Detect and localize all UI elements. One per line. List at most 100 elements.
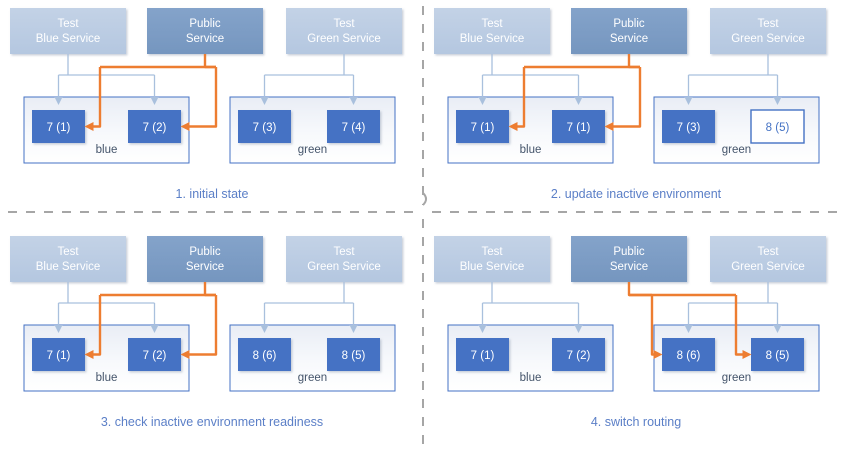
public-service-arrows bbox=[84, 282, 218, 359]
service-box-test-green-rect[interactable] bbox=[286, 8, 402, 54]
service-box-public-line2: Service bbox=[186, 33, 224, 45]
env-green-instance-2-rect[interactable] bbox=[750, 109, 805, 144]
env-blue-instance-2-rect[interactable] bbox=[552, 338, 605, 371]
env-green[interactable]: 7 (3)7 (4)green bbox=[229, 96, 396, 164]
service-box-test-blue-line2: Blue Service bbox=[36, 261, 101, 273]
env-green-instance-1[interactable]: 8 (6) bbox=[662, 338, 715, 371]
env-blue-instance-2[interactable]: 7 (2) bbox=[552, 338, 605, 371]
public-branch-to-instance-2 bbox=[604, 67, 642, 131]
env-blue-instance-1[interactable]: 7 (1) bbox=[32, 110, 85, 143]
service-box-test-blue-rect[interactable] bbox=[434, 8, 550, 54]
public-branch-to-instance-2 bbox=[180, 295, 218, 359]
env-blue-instance-1-label: 7 (1) bbox=[471, 350, 495, 362]
env-green-instance-1-rect[interactable] bbox=[662, 338, 715, 371]
env-blue-name: blue bbox=[520, 144, 542, 156]
service-box-test-blue-rect[interactable] bbox=[434, 236, 550, 282]
env-green-instance-2[interactable]: 7 (4) bbox=[327, 110, 380, 143]
env-blue-instance-1[interactable]: 7 (1) bbox=[456, 338, 509, 371]
env-blue-name: blue bbox=[96, 372, 118, 384]
env-blue[interactable]: 7 (1) 7 (2) blue bbox=[23, 96, 190, 164]
public-stem bbox=[627, 54, 640, 69]
env-green-instance-1-rect[interactable] bbox=[238, 338, 291, 371]
vertical-divider bbox=[422, 6, 427, 450]
env-blue-instance-2[interactable]: 7 (2) bbox=[128, 338, 181, 371]
env-blue[interactable]: 7 (1)7 (2)blue bbox=[447, 324, 614, 392]
env-green-instance-1[interactable]: 7 (3) bbox=[238, 110, 291, 143]
service-box-public-line1: Public bbox=[189, 18, 221, 30]
env-blue[interactable]: 7 (1) 7 (1) blue bbox=[447, 96, 614, 164]
service-box-public-rect[interactable] bbox=[147, 236, 263, 282]
env-green-instance-2-rect[interactable] bbox=[327, 338, 380, 371]
public-branch-to-instance-1 bbox=[84, 67, 102, 131]
service-box-test-green-line1: Test bbox=[333, 246, 355, 258]
env-blue-instance-2-rect[interactable] bbox=[552, 110, 605, 143]
env-green[interactable]: 8 (6)8 (5)green bbox=[229, 324, 396, 392]
service-box-public-rect[interactable] bbox=[571, 8, 687, 54]
env-green-instance-1[interactable]: 7 (3) bbox=[662, 110, 715, 143]
panel-3-caption: 3. check inactive environment readiness bbox=[101, 415, 323, 429]
service-box-test-green-rect[interactable] bbox=[710, 8, 826, 54]
env-blue-instance-1-rect[interactable] bbox=[32, 110, 85, 143]
env-blue-instance-1-rect[interactable] bbox=[32, 338, 85, 371]
env-green-instance-1-rect[interactable] bbox=[662, 110, 715, 143]
env-blue-name: blue bbox=[96, 144, 118, 156]
env-green-instance-2[interactable]: 8 (5) bbox=[750, 109, 805, 144]
env-blue-instance-1[interactable]: 7 (1) bbox=[456, 110, 509, 143]
env-blue-instance-2[interactable]: 7 (1) bbox=[552, 110, 605, 143]
service-box-public-line1: Public bbox=[613, 18, 645, 30]
env-green-instance-1-rect[interactable] bbox=[238, 110, 291, 143]
env-green-instance-2[interactable]: 8 (5) bbox=[751, 338, 804, 371]
env-blue-instance-2[interactable]: 7 (2) bbox=[128, 110, 181, 143]
service-box-public-line1: Public bbox=[189, 246, 221, 258]
env-blue-instance-2-rect[interactable] bbox=[128, 110, 181, 143]
service-box-test-blue-rect[interactable] bbox=[10, 8, 126, 54]
service-box-test-green-rect[interactable] bbox=[710, 236, 826, 282]
env-green-instance-2-rect[interactable] bbox=[751, 338, 804, 371]
env-blue[interactable]: 7 (1) 7 (2) blue bbox=[23, 324, 190, 392]
env-green-instance-2-label: 8 (5) bbox=[342, 350, 366, 362]
service-box-test-green-line1: Test bbox=[757, 246, 779, 258]
env-blue-instance-1[interactable]: 7 (1) bbox=[32, 338, 85, 371]
env-blue-instance-2-label: 7 (2) bbox=[143, 350, 167, 362]
env-green-instance-2-rect[interactable] bbox=[327, 110, 380, 143]
service-box-test-green-line2: Green Service bbox=[307, 33, 381, 45]
service-box-public-rect[interactable] bbox=[571, 236, 687, 282]
env-blue-instance-2-label: 7 (2) bbox=[143, 122, 167, 134]
service-box-test-green-line2: Green Service bbox=[731, 33, 805, 45]
test-green-service-arrows bbox=[684, 54, 782, 105]
env-green-instance-2-label: 8 (5) bbox=[766, 350, 790, 362]
env-blue-instance-2-label: 7 (1) bbox=[567, 122, 591, 134]
test-blue-service-arrows bbox=[54, 282, 159, 333]
env-blue-instance-1-label: 7 (1) bbox=[47, 350, 71, 362]
service-box-test-green-line1: Test bbox=[757, 18, 779, 30]
env-blue-instance-2-rect[interactable] bbox=[128, 338, 181, 371]
env-green-instance-1[interactable]: 8 (6) bbox=[238, 338, 291, 371]
env-green-instance-2[interactable]: 8 (5) bbox=[327, 338, 380, 371]
public-service-arrows bbox=[508, 54, 642, 131]
service-box-test-green-line1: Test bbox=[333, 18, 355, 30]
public-service-arrows bbox=[627, 282, 752, 359]
service-box-test-blue-rect[interactable] bbox=[10, 236, 126, 282]
env-green[interactable]: 7 (3)8 (5)green bbox=[653, 96, 820, 164]
service-box-test-blue-line2: Blue Service bbox=[36, 33, 101, 45]
panel-2-caption: 2. update inactive environment bbox=[551, 187, 722, 201]
service-box-test-green-rect[interactable] bbox=[286, 236, 402, 282]
env-blue-instance-1-rect[interactable] bbox=[456, 338, 509, 371]
service-box-public-line2: Service bbox=[186, 261, 224, 273]
env-blue-instance-1-rect[interactable] bbox=[456, 110, 509, 143]
service-box-public-rect[interactable] bbox=[147, 8, 263, 54]
